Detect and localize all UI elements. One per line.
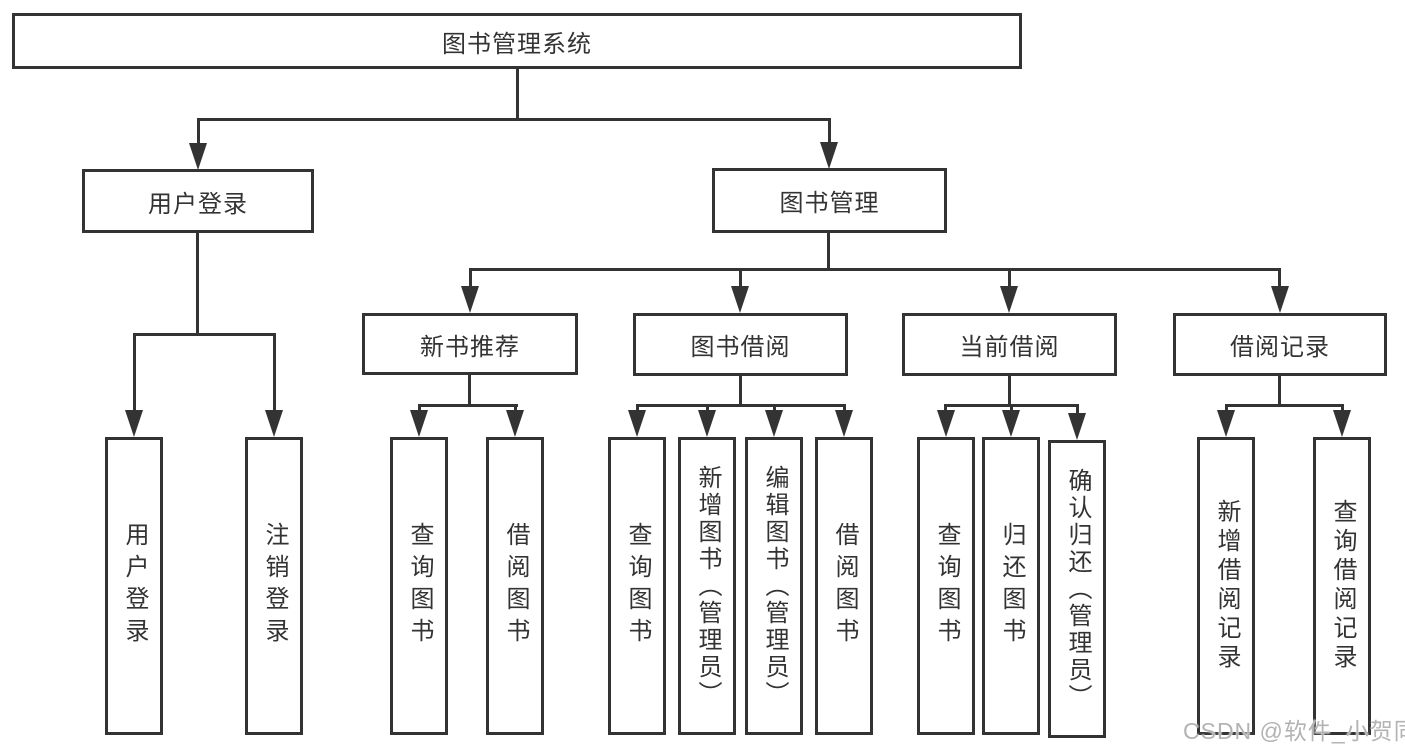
arrowhead-icon xyxy=(461,286,479,313)
arrowhead-icon xyxy=(506,410,524,437)
node-borrow-records: 借阅记录 xyxy=(1173,313,1387,376)
leaf-bb-add-book-admin: 新增图书（管理员） xyxy=(678,437,736,735)
leaf-bb-borrow-books-label: 借阅图书 xyxy=(831,522,858,650)
connector-line xyxy=(197,118,831,121)
arrowhead-icon xyxy=(125,410,143,437)
arrowhead-icon xyxy=(937,410,955,437)
node-user-login: 用户登录 xyxy=(82,169,314,233)
arrowhead-icon xyxy=(1002,410,1020,437)
leaf-user-login-label: 用户登录 xyxy=(121,522,148,650)
connector-line xyxy=(273,333,276,411)
leaf-bb-add-book-admin-label: 新增图书（管理员） xyxy=(694,464,721,708)
connector-line xyxy=(133,333,136,411)
node-book-borrow: 图书借阅 xyxy=(633,313,848,376)
arrowhead-icon xyxy=(731,286,749,313)
leaf-nbr-borrow-books: 借阅图书 xyxy=(486,437,544,735)
connector-line xyxy=(739,376,742,407)
connector-line xyxy=(418,404,421,414)
arrowhead-icon xyxy=(265,410,283,437)
connector-line xyxy=(1225,404,1228,414)
leaf-logout: 注销登录 xyxy=(245,437,303,735)
leaf-nbr-query-books: 查询图书 xyxy=(390,437,448,735)
leaf-bb-borrow-books: 借阅图书 xyxy=(815,437,873,735)
connector-line xyxy=(133,333,276,336)
leaf-cb-return-books-label: 归还图书 xyxy=(998,522,1025,650)
arrowhead-icon xyxy=(835,410,853,437)
leaf-bb-query-books: 查询图书 xyxy=(608,437,666,735)
leaf-nbr-query-books-label: 查询图书 xyxy=(406,522,433,650)
node-book-management-label: 图书管理 xyxy=(779,190,880,217)
connector-line xyxy=(469,268,472,290)
leaf-bb-query-books-label: 查询图书 xyxy=(624,522,651,650)
connector-line xyxy=(843,404,846,414)
arrowhead-icon xyxy=(628,410,646,437)
arrowhead-icon xyxy=(698,410,716,437)
connector-line xyxy=(197,118,200,148)
arrowhead-icon xyxy=(189,143,207,170)
leaf-cb-query-books: 查询图书 xyxy=(917,437,975,735)
arrowhead-icon xyxy=(765,410,783,437)
leaf-br-add-record-label: 新增借阅记录 xyxy=(1213,499,1240,673)
leaf-nbr-borrow-books-label: 借阅图书 xyxy=(502,522,529,650)
connector-line xyxy=(636,404,846,407)
arrowhead-icon xyxy=(820,142,838,169)
connector-line xyxy=(773,404,776,414)
node-user-login-label: 用户登录 xyxy=(148,190,248,218)
leaf-bb-edit-book-admin-label: 编辑图书（管理员） xyxy=(761,464,788,708)
node-new-book-recommend: 新书推荐 xyxy=(362,313,578,375)
connector-line xyxy=(1341,404,1344,414)
connector-line xyxy=(516,68,519,121)
leaf-cb-confirm-return-admin-label: 确认归还（管理员） xyxy=(1064,467,1091,711)
leaf-br-query-record: 查询借阅记录 xyxy=(1313,437,1371,735)
connector-line xyxy=(514,404,517,414)
connector-line xyxy=(828,118,831,148)
node-book-management: 图书管理 xyxy=(712,168,947,233)
leaf-logout-label: 注销登录 xyxy=(261,522,288,650)
leaf-cb-query-books-label: 查询图书 xyxy=(933,522,960,650)
connector-line xyxy=(1010,404,1013,414)
connector-line xyxy=(739,268,742,290)
leaf-cb-confirm-return-admin: 确认归还（管理员） xyxy=(1048,440,1106,738)
arrowhead-icon xyxy=(1068,413,1086,440)
connector-line xyxy=(706,404,709,414)
node-new-book-recommend-label: 新书推荐 xyxy=(420,333,520,361)
connector-line xyxy=(418,404,518,407)
arrowhead-icon xyxy=(1333,410,1351,437)
connector-line xyxy=(944,404,947,414)
connector-line xyxy=(1008,268,1011,290)
leaf-user-login: 用户登录 xyxy=(105,437,163,735)
arrowhead-icon xyxy=(1217,410,1235,437)
leaf-br-query-record-label: 查询借阅记录 xyxy=(1329,499,1356,673)
connector-line xyxy=(468,375,471,407)
connector-line xyxy=(196,233,199,336)
node-current-borrow-label: 当前借阅 xyxy=(959,334,1060,361)
connector-line xyxy=(636,404,639,414)
connector-line xyxy=(1278,376,1281,407)
node-current-borrow: 当前借阅 xyxy=(902,313,1117,376)
connector-line xyxy=(1076,404,1079,414)
node-borrow-records-label: 借阅记录 xyxy=(1230,334,1330,361)
connector-line xyxy=(469,268,1281,271)
connector-line xyxy=(1008,376,1011,407)
arrowhead-icon xyxy=(1271,286,1289,313)
node-root: 图书管理系统 xyxy=(12,13,1022,69)
connector-line xyxy=(827,233,830,271)
node-book-borrow-label: 图书借阅 xyxy=(690,334,791,361)
leaf-br-add-record: 新增借阅记录 xyxy=(1197,437,1255,735)
node-root-label: 图书管理系统 xyxy=(442,30,592,58)
leaf-bb-edit-book-admin: 编辑图书（管理员） xyxy=(745,437,803,735)
arrowhead-icon xyxy=(1000,286,1018,313)
connector-line xyxy=(1225,404,1344,407)
leaf-cb-return-books: 归还图书 xyxy=(982,437,1040,735)
arrowhead-icon xyxy=(410,410,428,437)
csdn-watermark: CSDN @软件_小贺同学 xyxy=(1183,718,1405,744)
connector-line xyxy=(1278,268,1281,290)
